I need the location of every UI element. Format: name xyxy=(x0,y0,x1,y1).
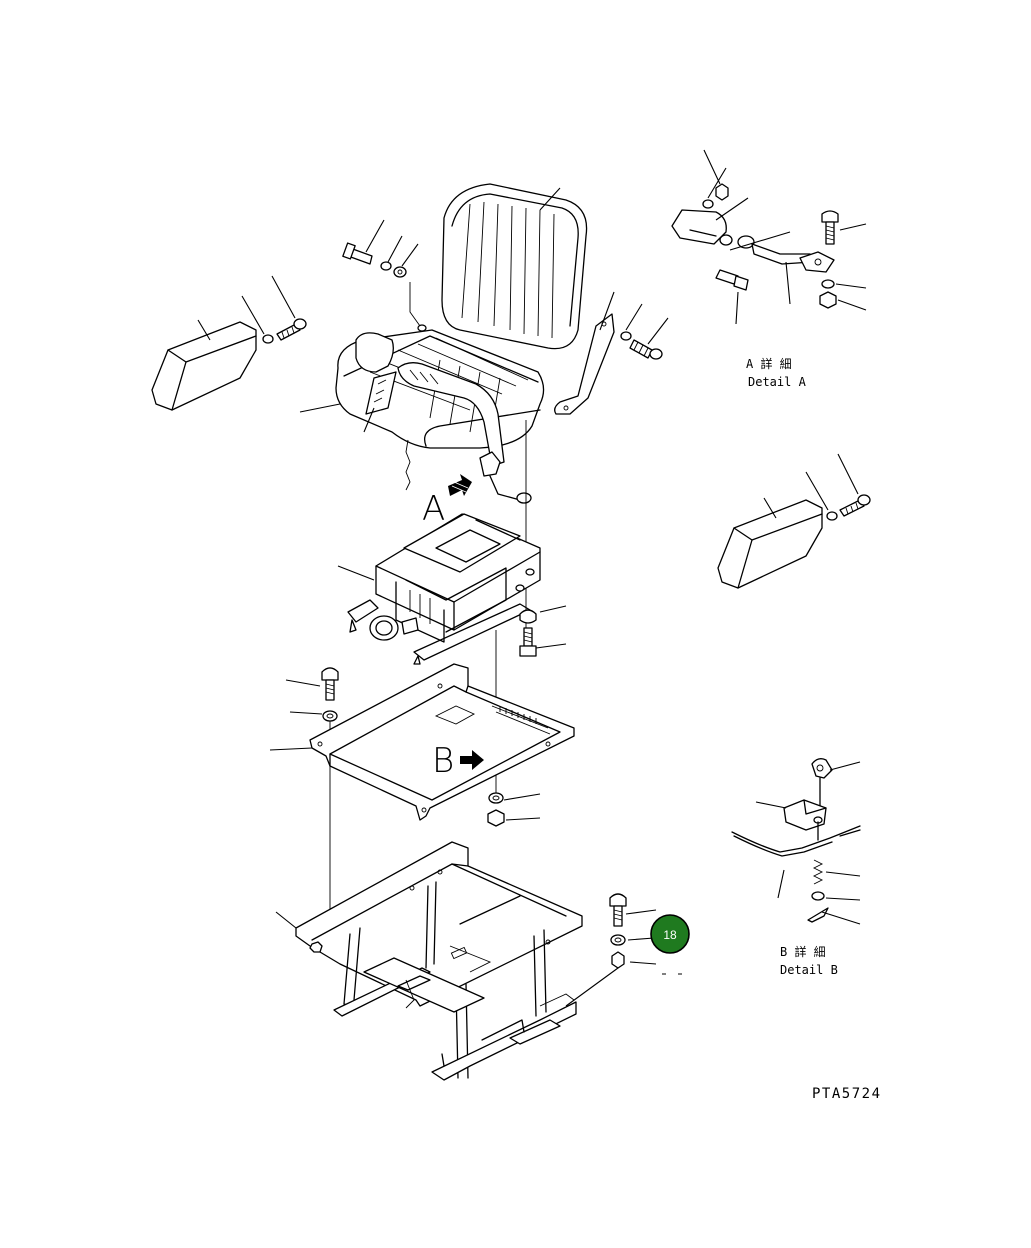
seat-belt xyxy=(355,332,532,504)
seat-backrest xyxy=(441,183,588,350)
left-armrest-bolt xyxy=(241,275,307,344)
side-bracket xyxy=(554,291,615,415)
detail-b-title-en: Detail B xyxy=(780,963,838,977)
left-armrest xyxy=(151,319,257,411)
seat-belt-chain xyxy=(405,439,411,491)
callout-number: 18 xyxy=(663,928,677,942)
view-a-marker: A xyxy=(422,474,472,529)
detail-a-title-jp: A 詳 細 xyxy=(746,356,792,371)
detail-a-title-en: Detail A xyxy=(748,375,807,389)
seat-stand-frame xyxy=(275,841,583,1081)
view-b-label: B xyxy=(432,741,454,781)
seat-cushion xyxy=(299,329,545,449)
frame-bolt-set xyxy=(565,893,682,1007)
right-armrest-bolt xyxy=(805,453,871,521)
side-bracket-bolt xyxy=(620,303,669,360)
frame-bottom-nut xyxy=(309,941,323,953)
callout-18-badge[interactable]: 18 xyxy=(650,914,690,954)
callout-badge-circle[interactable] xyxy=(650,914,690,954)
plate-washer-nut xyxy=(487,792,541,827)
detail-b-drawing: B 詳 細 Detail B xyxy=(731,758,861,977)
seat-suspension xyxy=(337,513,541,665)
view-a-label: A xyxy=(422,489,445,529)
plate-bolt xyxy=(285,667,339,722)
suspension-bolt xyxy=(519,605,567,657)
detail-b-title-jp: B 詳 細 xyxy=(780,944,826,959)
mounting-plate xyxy=(269,663,575,821)
drawing-id: PTA5724 xyxy=(812,1086,882,1102)
detail-a-drawing: A 詳 細 Detail A xyxy=(671,149,867,389)
view-b-marker: B xyxy=(432,741,484,781)
backrest-bolt xyxy=(342,219,427,332)
right-armrest xyxy=(717,497,823,589)
